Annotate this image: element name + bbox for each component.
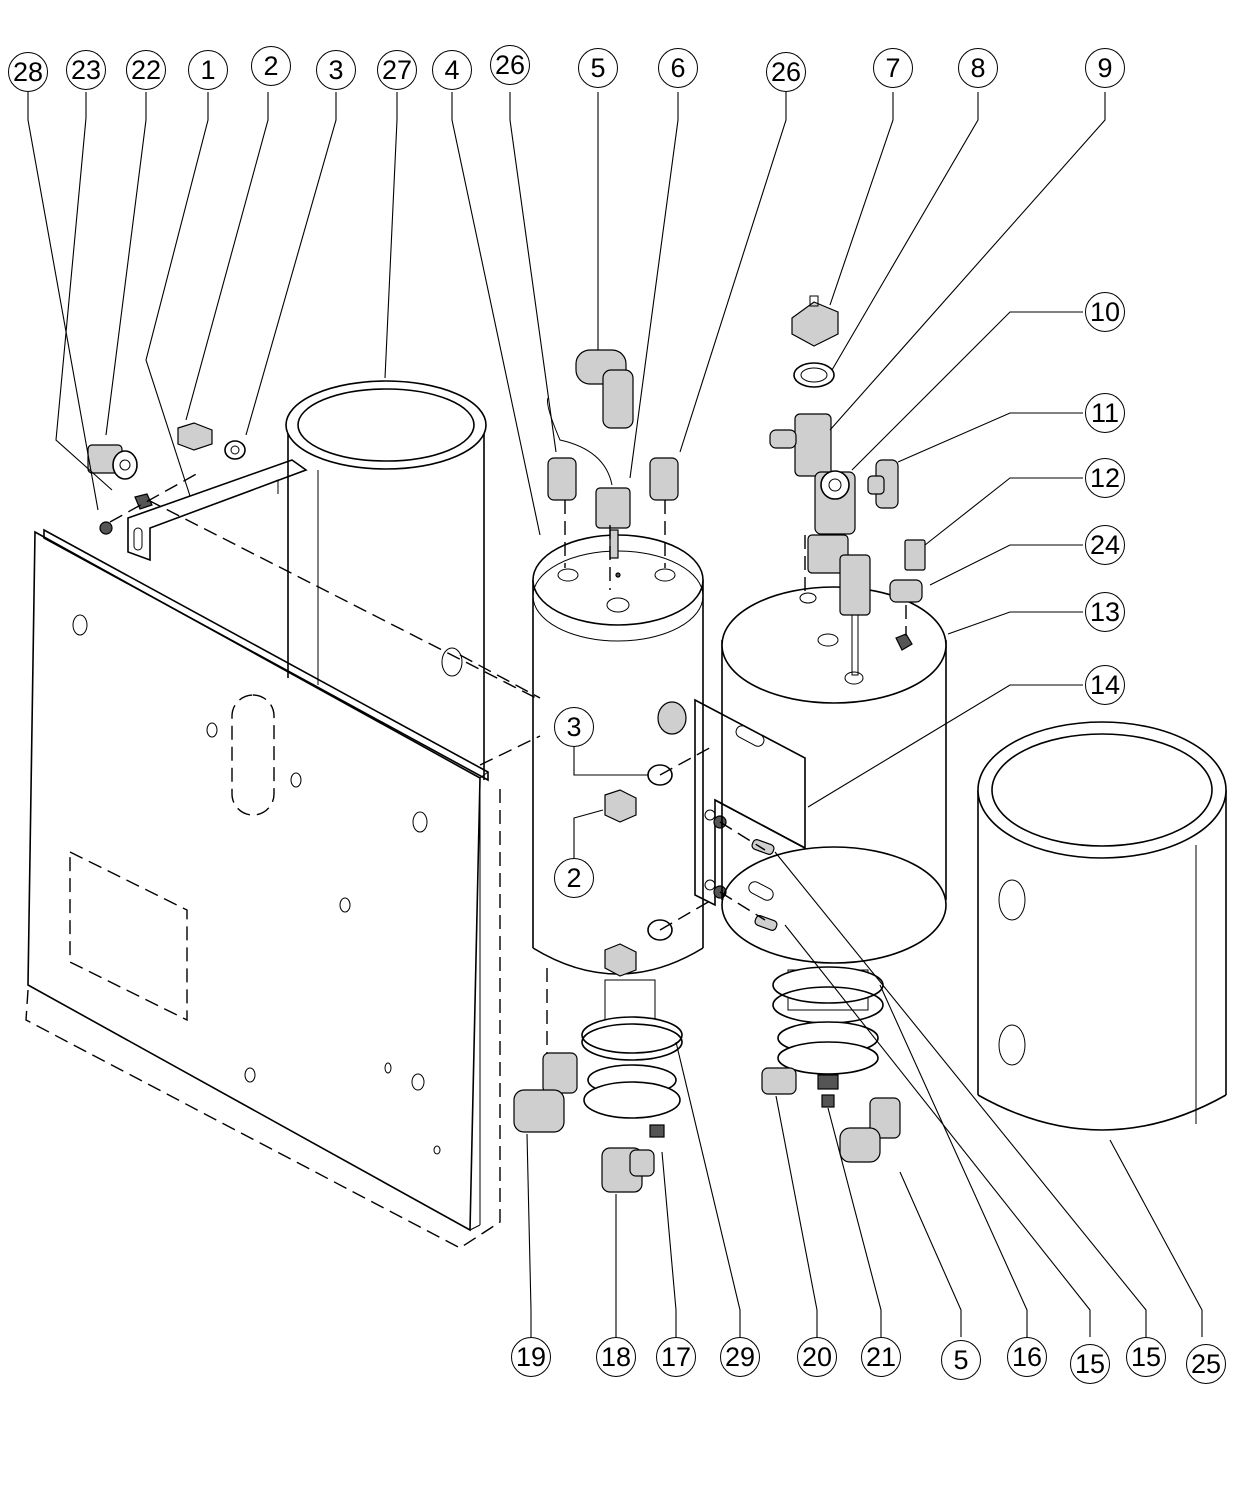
callout-15-a: 15 bbox=[1070, 1344, 1110, 1384]
insulation-sleeve-25 bbox=[977, 721, 1227, 1131]
callout-26-left: 26 bbox=[490, 45, 530, 85]
elbow-fitting-5-top bbox=[575, 349, 634, 429]
callout-6: 6 bbox=[658, 48, 698, 88]
callout-15-b: 15 bbox=[1126, 1337, 1166, 1377]
mounting-bracket-1 bbox=[127, 459, 308, 562]
heater-element-left bbox=[513, 968, 683, 1193]
callout-22: 22 bbox=[126, 50, 166, 90]
callout-17: 17 bbox=[656, 1337, 696, 1377]
callout-2-top: 2 bbox=[251, 46, 291, 86]
callout-18: 18 bbox=[596, 1337, 636, 1377]
callout-27: 27 bbox=[377, 50, 417, 90]
callout-29: 29 bbox=[720, 1337, 760, 1377]
leader-lines bbox=[27, 92, 1203, 1337]
callout-9: 9 bbox=[1085, 48, 1125, 88]
callout-12: 12 bbox=[1085, 458, 1125, 498]
callout-19: 19 bbox=[511, 1337, 551, 1377]
callout-5-top: 5 bbox=[578, 48, 618, 88]
insulation-sleeve-27 bbox=[285, 380, 487, 780]
callout-4: 4 bbox=[432, 50, 472, 90]
callout-20: 20 bbox=[797, 1337, 837, 1377]
callout-21: 21 bbox=[861, 1337, 901, 1377]
callout-7: 7 bbox=[873, 48, 913, 88]
callout-8: 8 bbox=[958, 48, 998, 88]
callout-3-mid: 3 bbox=[554, 707, 594, 747]
callout-5-bottom: 5 bbox=[941, 1340, 981, 1380]
callout-28: 28 bbox=[8, 52, 48, 92]
fittings-left bbox=[87, 422, 246, 535]
callout-23: 23 bbox=[66, 50, 106, 90]
fittings-right-top bbox=[769, 295, 926, 676]
back-panel bbox=[25, 528, 501, 1249]
assembly-lines bbox=[109, 471, 907, 931]
callout-3-top: 3 bbox=[316, 50, 356, 90]
callout-1: 1 bbox=[188, 50, 228, 90]
callout-25: 25 bbox=[1186, 1344, 1226, 1384]
tank-13 bbox=[721, 586, 947, 964]
heater-element-right bbox=[761, 966, 901, 1163]
callout-14: 14 bbox=[1085, 665, 1125, 705]
tank-4 bbox=[532, 349, 704, 977]
callout-11: 11 bbox=[1085, 393, 1125, 433]
callout-13: 13 bbox=[1085, 592, 1125, 632]
callout-2-mid: 2 bbox=[554, 858, 594, 898]
callout-16: 16 bbox=[1007, 1337, 1047, 1377]
callout-24: 24 bbox=[1085, 525, 1125, 565]
callout-10: 10 bbox=[1085, 292, 1125, 332]
mounting-plate-14 bbox=[657, 698, 806, 931]
callout-26-right: 26 bbox=[766, 52, 806, 92]
